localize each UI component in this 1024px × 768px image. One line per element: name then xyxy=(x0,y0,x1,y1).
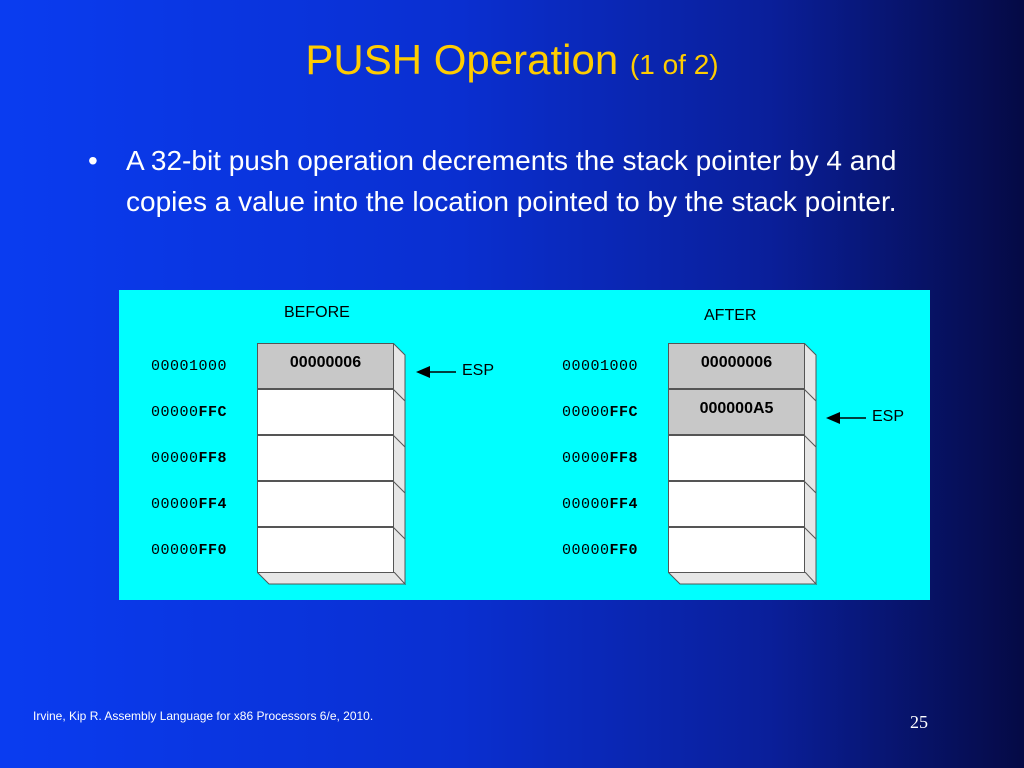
before-address-1: 00000FFC xyxy=(151,404,227,421)
title-main: PUSH Operation xyxy=(305,36,619,83)
before-address-0: 00001000 xyxy=(151,358,227,375)
address-suffix: FFC xyxy=(198,404,228,421)
before-address-4: 00000FF0 xyxy=(151,542,227,559)
after-address-0: 00001000 xyxy=(562,358,638,375)
after-stack-cell-3 xyxy=(668,481,805,527)
after-stack-cell-4 xyxy=(668,527,805,573)
before-label: BEFORE xyxy=(284,304,350,321)
before-stack-side xyxy=(393,343,406,586)
address-prefix: 00000 xyxy=(151,542,199,559)
after-stack-bottom xyxy=(668,572,818,585)
address-prefix: 00000 xyxy=(562,542,610,559)
address-prefix: 00000 xyxy=(151,496,199,513)
address-suffix: FF0 xyxy=(198,542,228,559)
address-prefix: 00000 xyxy=(151,450,199,467)
bullet-symbol: • xyxy=(88,145,98,176)
after-address-1: 00000FFC xyxy=(562,404,638,421)
address-prefix: 00000 xyxy=(562,496,610,513)
before-esp-arrow-icon xyxy=(416,366,456,378)
address-prefix: 00000 xyxy=(562,450,610,467)
title-sub: (1 of 2) xyxy=(629,49,719,80)
after-address-2: 00000FF8 xyxy=(562,450,638,467)
before-stack-cell-3 xyxy=(257,481,394,527)
after-stack-cell-1: 000000A5 xyxy=(668,389,805,435)
address-prefix: 00000 xyxy=(562,404,610,421)
before-address-3: 00000FF4 xyxy=(151,496,227,513)
address-suffix: FF8 xyxy=(198,450,228,467)
page-number: 25 xyxy=(910,712,928,732)
after-address-3: 00000FF4 xyxy=(562,496,638,513)
after-label: AFTER xyxy=(704,307,757,324)
slide-title: PUSH Operation (1 of 2) xyxy=(0,36,1024,84)
before-stack-cell-1 xyxy=(257,389,394,435)
before-stack-cell-4 xyxy=(257,527,394,573)
after-stack-side xyxy=(804,343,817,586)
before-stack-bottom xyxy=(257,572,407,585)
before-stack-cell-0: 00000006 xyxy=(257,343,394,389)
after-esp-arrow-icon xyxy=(826,412,866,424)
after-stack-cell-2 xyxy=(668,435,805,481)
after-stack-cell-0: 00000006 xyxy=(668,343,805,389)
after-address-4: 00000FF0 xyxy=(562,542,638,559)
address-suffix: FF8 xyxy=(609,450,639,467)
address-prefix: 00001000 xyxy=(151,358,228,375)
after-esp-label: ESP xyxy=(872,408,905,425)
address-prefix: 00000 xyxy=(151,404,199,421)
before-stack-cell-2 xyxy=(257,435,394,481)
address-suffix: FFC xyxy=(609,404,639,421)
address-suffix: FF4 xyxy=(609,496,639,513)
before-esp-label: ESP xyxy=(462,362,495,379)
address-suffix: FF4 xyxy=(198,496,228,513)
address-prefix: 00001000 xyxy=(562,358,639,375)
bullet-text: A 32-bit push operation decrements the s… xyxy=(126,145,897,217)
before-address-2: 00000FF8 xyxy=(151,450,227,467)
footer-citation: Irvine, Kip R. Assembly Language for x86… xyxy=(33,709,374,723)
address-suffix: FF0 xyxy=(609,542,639,559)
